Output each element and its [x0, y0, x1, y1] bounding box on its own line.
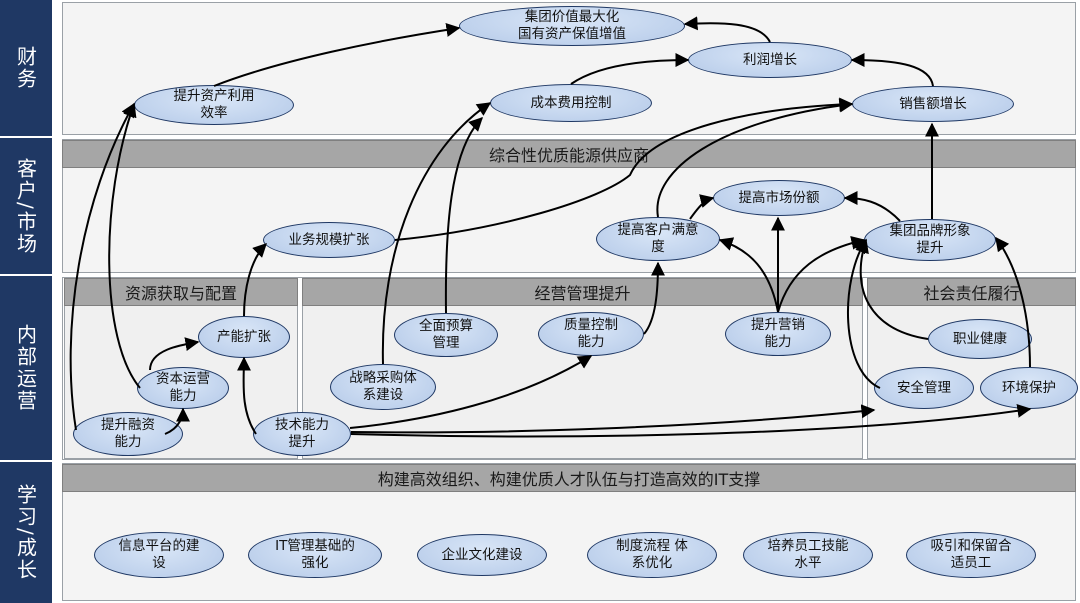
node-financing: 提升融资 能力	[73, 412, 183, 456]
node-cost-control: 成本费用控制	[490, 84, 652, 122]
customer-band: 综合性优质能源供应商	[62, 140, 1076, 168]
node-brand-image: 集团品牌形象 提升	[864, 219, 996, 261]
node-staff-training: 培养员工技能 水平	[743, 532, 873, 578]
node-safety-management: 安全管理	[874, 367, 974, 409]
node-business-scale: 业务规模扩张	[263, 222, 395, 258]
node-it-management: IT管理基础的 强化	[248, 532, 382, 578]
learning-band: 构建高效组织、构建优质人才队伍与打造高效的IT支撑	[62, 464, 1076, 492]
node-quality-control: 质量控制 能力	[538, 312, 644, 356]
node-tech-capability: 技术能力 提升	[253, 412, 351, 456]
node-staff-retention: 吸引和保留合 适员工	[906, 532, 1036, 578]
node-strategic-procurement: 战略采购体 系建设	[330, 364, 436, 410]
management-subpanel-title: 经营管理提升	[302, 278, 863, 306]
node-process-optimization: 制度流程 体 系优化	[587, 532, 717, 578]
lane-label-finance: 财务	[0, 0, 52, 136]
node-info-platform: 信息平台的建 设	[94, 532, 224, 578]
social-subpanel-title: 社会责任履行	[867, 278, 1076, 306]
node-capital-operation: 资本运营 能力	[137, 367, 229, 409]
node-market-share: 提高市场份额	[713, 180, 845, 216]
lane-label-learning: 学习/成长	[0, 462, 52, 603]
node-profit: 利润增长	[688, 42, 852, 78]
node-environment-protection: 环境保护	[980, 367, 1078, 409]
node-asset-efficiency: 提升资产利用 效率	[134, 85, 294, 125]
node-capacity-expansion: 产能扩张	[198, 316, 290, 358]
node-group-value: 集团价值最大化 国有资产保值增值	[459, 6, 685, 46]
node-corporate-culture: 企业文化建设	[417, 534, 547, 576]
lane-label-customer: 客户/市场	[0, 138, 52, 274]
node-budget-management: 全面预算 管理	[394, 313, 498, 357]
node-marketing-capability: 提升营销 能力	[725, 312, 831, 356]
node-occupational-health: 职业健康	[928, 319, 1032, 359]
lane-label-internal: 内部运营	[0, 276, 52, 460]
node-customer-satisfaction: 提高客户满意 度	[596, 217, 720, 261]
node-sales-growth: 销售额增长	[852, 86, 1014, 122]
resource-subpanel-title: 资源获取与配置	[64, 278, 298, 306]
